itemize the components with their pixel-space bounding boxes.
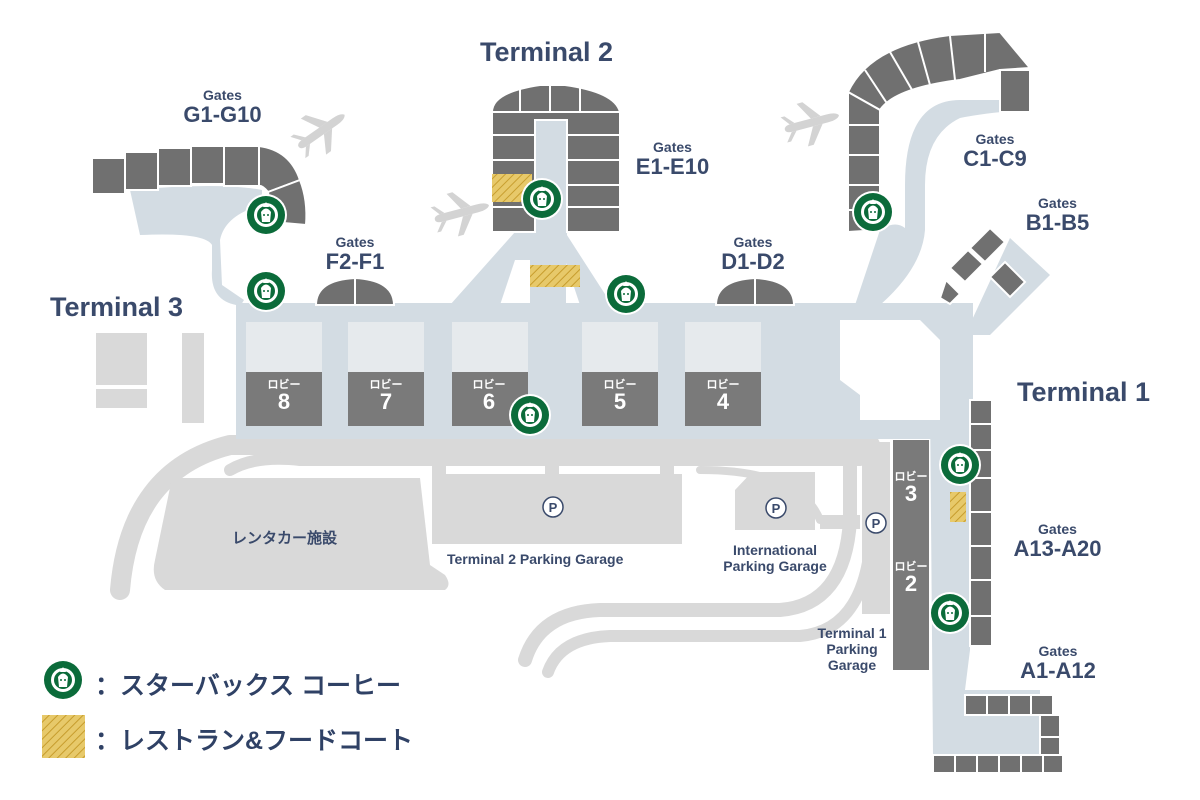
starbucks-icon: [605, 273, 647, 315]
starbucks-icon: [245, 194, 287, 236]
terminal-1-label: Terminal 1: [1017, 377, 1151, 407]
lobby-blocks: [246, 372, 929, 670]
gates-heading: Gates: [975, 131, 1015, 147]
gates-d-label: Gates D1-D2: [708, 234, 798, 275]
lobby-number: 4: [716, 389, 730, 414]
terminal-2-label: Terminal 2: [480, 37, 614, 67]
parking-line: Parking Garage: [723, 558, 827, 575]
gates-a1-label: Gates A1-A12: [1008, 643, 1108, 684]
gates-range: B1-B5: [1025, 210, 1090, 236]
starbucks-icon: [42, 659, 84, 701]
lobby-number: 8: [277, 389, 291, 414]
lobby-number: 2: [904, 571, 918, 596]
gates-heading: Gates: [1038, 643, 1078, 659]
lobby-number: 3: [904, 481, 918, 506]
rental-car-facility: [153, 478, 449, 590]
legend-food-court: ：レストラン&フードコート: [95, 727, 414, 755]
gates-range: F2-F1: [325, 249, 385, 275]
international-parking-label: International Parking Garage: [708, 542, 842, 574]
gates-c-label: Gates C1-C9: [950, 131, 1040, 172]
gates-range: A1-A12: [1020, 658, 1096, 684]
starbucks-icon: [929, 592, 971, 634]
svg-text:P: P: [772, 501, 781, 516]
gates-heading: Gates: [653, 139, 692, 155]
terminal-1-parking-label: Terminal 1 Parking Garage: [808, 625, 896, 673]
svg-text:P: P: [549, 500, 558, 515]
parking-icon: P P P: [542, 496, 887, 534]
starbucks-icon: [509, 394, 551, 436]
lobby-word: ロビー: [267, 379, 301, 391]
lobby-word: ロビー: [603, 379, 637, 391]
starbucks-icon: [245, 270, 287, 312]
lobby-6: ロビー 6: [469, 380, 509, 413]
lobby-number: 5: [613, 389, 627, 414]
lobby-2: ロビー 2: [891, 562, 931, 595]
gates-heading: Gates: [335, 234, 375, 250]
legend-starbucks: ：スターバックス コーヒー: [95, 672, 401, 700]
terminal-3-label: Terminal 3: [50, 292, 184, 322]
terminal-3-building: [96, 333, 147, 408]
starbucks-icon: [852, 191, 894, 233]
gates-heading: Gates: [1038, 521, 1077, 537]
gates-f-label: Gates F2-F1: [310, 234, 400, 275]
lobby-word: ロビー: [894, 561, 928, 573]
gates-heading: Gates: [1038, 195, 1077, 211]
parking-line: International: [732, 542, 817, 558]
lobby-4: ロビー 4: [703, 380, 743, 413]
starbucks-icon: [939, 444, 981, 486]
gates-e-label: Gates E1-E10: [625, 139, 720, 180]
svg-text:P: P: [872, 516, 881, 531]
lobby-word: ロビー: [369, 379, 403, 391]
gates-range: D1-D2: [721, 249, 785, 275]
lobby-number: 6: [482, 389, 496, 414]
lobby-number: 7: [379, 389, 393, 414]
gates-heading: Gates: [733, 234, 773, 250]
gates-range: E1-E10: [635, 154, 710, 180]
gates-heading: Gates: [203, 87, 242, 103]
lobby-3: ロビー 3: [891, 472, 931, 505]
lobby-word: ロビー: [706, 379, 740, 391]
food-court-icon: [42, 715, 85, 758]
gates-range: A13-A20: [1013, 536, 1102, 562]
lobby-7: ロビー 7: [366, 380, 406, 413]
lobby-8: ロビー 8: [264, 380, 304, 413]
lobby-word: ロビー: [472, 379, 506, 391]
gates-g-label: Gates G1-G10: [175, 87, 270, 128]
gate-pods: [91, 30, 1064, 774]
lobby-word: ロビー: [894, 471, 928, 483]
terminal-2-parking-label: Terminal 2 Parking Garage: [447, 551, 624, 567]
gates-range: G1-G10: [183, 102, 262, 128]
lobby-5: ロビー 5: [600, 380, 640, 413]
gates-b-label: Gates B1-B5: [1015, 195, 1100, 236]
parking-line: Garage: [827, 657, 877, 674]
parking-line: Terminal 1: [817, 625, 887, 641]
parking-line: Parking: [826, 641, 878, 658]
gates-a13-label: Gates A13-A20: [1000, 521, 1115, 562]
starbucks-icon: [521, 178, 563, 220]
gates-range: C1-C9: [963, 146, 1027, 172]
rental-car-label: レンタカー施設: [232, 530, 338, 547]
